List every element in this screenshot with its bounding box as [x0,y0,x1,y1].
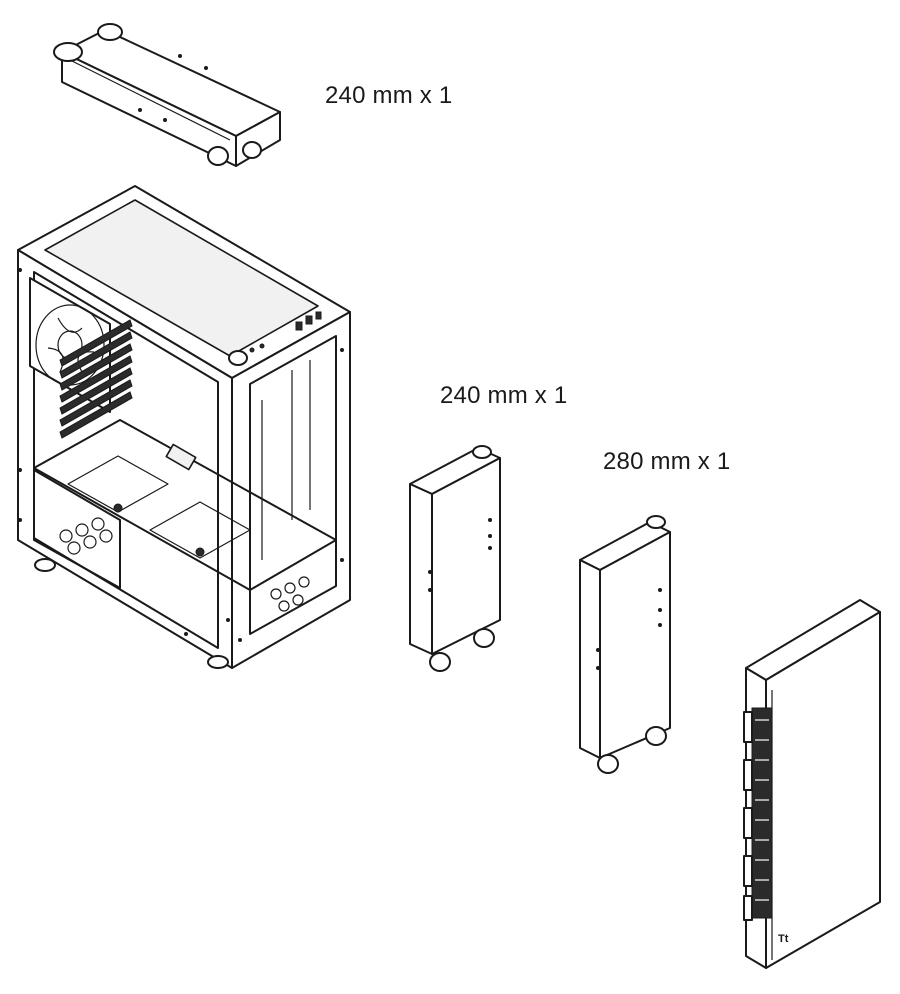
front-radiator-280-label: 280 mm x 1 [603,448,731,475]
front-panel [744,600,880,968]
radiator-front-240 [410,446,500,671]
front-io-panel [229,312,321,365]
top-radiator-label: 240 mm x 1 [325,82,453,109]
cable-grommets [60,518,309,611]
pci-slots [60,320,132,438]
radiator-front-280 [580,516,670,773]
front-radiator-label: 240 mm x 1 [440,382,568,409]
drive-cage [68,444,250,558]
thermaltake-logo: Tt [778,933,789,945]
pc-case [18,186,350,668]
radiator-top-240 [54,24,280,166]
